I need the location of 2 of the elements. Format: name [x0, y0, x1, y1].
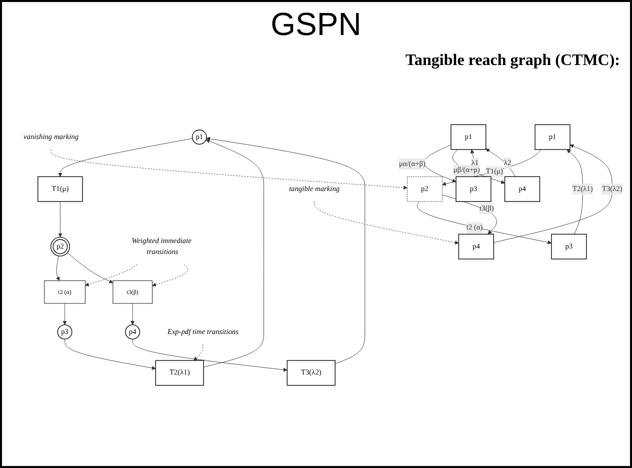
diagram-title: GSPN	[270, 6, 362, 43]
section-heading: Tangible reach graph (CTMC):	[405, 52, 620, 70]
